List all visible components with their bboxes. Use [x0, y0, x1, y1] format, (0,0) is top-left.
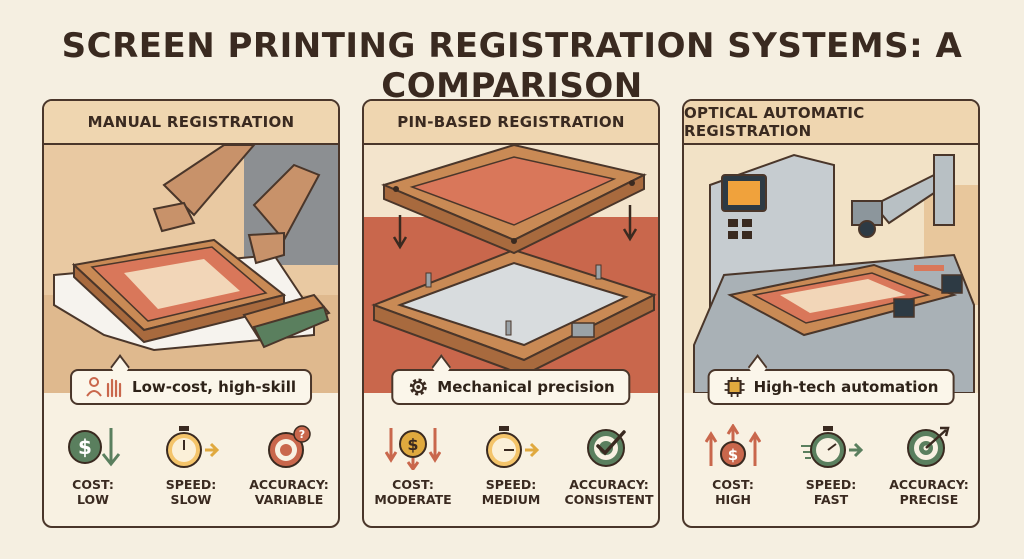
- dollar-arrows-icon: $: [385, 421, 441, 473]
- callout-text: High-tech automation: [753, 378, 939, 396]
- metric-accuracy: ACCURACY: CONSISTENT: [563, 421, 655, 507]
- callout-pin-based: Mechanical precision: [391, 369, 631, 405]
- metric-value: MEDIUM: [481, 492, 541, 507]
- metric-speed: SPEED: MEDIUM: [465, 421, 557, 507]
- metric-accuracy: ? ACCURACY: VARIABLE: [243, 421, 335, 507]
- target-bullseye-icon: [904, 421, 954, 473]
- metric-speed: SPEED: SLOW: [145, 421, 237, 507]
- callout-manual: Low-cost, high-skill: [70, 369, 312, 405]
- metric-label: ACCURACY:: [569, 477, 649, 492]
- stopwatch-fast-icon: [799, 421, 863, 473]
- target-question-icon: ?: [264, 421, 314, 473]
- svg-text:$: $: [78, 435, 92, 459]
- metric-label: COST:: [392, 477, 434, 492]
- metric-value: LOW: [77, 492, 109, 507]
- metric-cost: $ COST: MODERATE: [367, 421, 459, 507]
- panel-manual-registration: MANUAL REGISTRATION Low-cost: [42, 99, 340, 528]
- metric-label: COST:: [712, 477, 754, 492]
- metric-speed: SPEED: FAST: [785, 421, 877, 507]
- dollar-up-icon: $: [705, 421, 761, 473]
- stopwatch-icon: [161, 421, 221, 473]
- metric-label: SPEED:: [485, 477, 537, 492]
- metrics-row: $ COST: MODERATE SPEED: MEDIUM: [364, 421, 658, 521]
- panel-heading: MANUAL REGISTRATION: [44, 101, 338, 145]
- panel-optical-automatic-registration: OPTICAL AUTOMATIC REGISTRATION: [682, 99, 980, 528]
- page-title: SCREEN PRINTING REGISTRATION SYSTEMS: A …: [61, 26, 963, 106]
- target-check-icon: [584, 421, 634, 473]
- metric-label: COST:: [72, 477, 114, 492]
- callout-text: Low-cost, high-skill: [132, 378, 296, 396]
- svg-text:$: $: [407, 435, 418, 454]
- gear-icon: [407, 376, 429, 398]
- svg-text:$: $: [728, 446, 738, 464]
- panel-heading: OPTICAL AUTOMATIC REGISTRATION: [684, 101, 978, 145]
- callout-text: Mechanical precision: [437, 378, 615, 396]
- callout-optical: High-tech automation: [707, 369, 955, 405]
- metric-value: HIGH: [715, 492, 751, 507]
- metric-value: SLOW: [170, 492, 212, 507]
- panel-pin-based-registration: PIN-BASED REGISTRATION: [362, 99, 660, 528]
- metric-cost: $ COST: LOW: [47, 421, 139, 507]
- metric-value: FAST: [813, 492, 849, 507]
- metrics-row: $ COST: LOW SPEED: SLOW: [44, 421, 338, 521]
- metric-label: ACCURACY:: [889, 477, 969, 492]
- chip-icon: [724, 376, 746, 398]
- metric-accuracy: ACCURACY: PRECISE: [883, 421, 975, 507]
- metric-cost: $ COST: HIGH: [687, 421, 779, 507]
- metric-value: VARIABLE: [254, 492, 324, 507]
- dollar-down-icon: $: [65, 421, 121, 473]
- svg-text:?: ?: [299, 428, 305, 441]
- stopwatch-icon: [481, 421, 541, 473]
- person-hand-icon: [86, 376, 124, 398]
- panel-heading: PIN-BASED REGISTRATION: [364, 101, 658, 145]
- metrics-row: $ COST: HIGH SPEED: FAST: [684, 421, 978, 521]
- optical-automatic-registration-illustration: [684, 145, 978, 393]
- manual-registration-illustration: [44, 145, 338, 393]
- pin-based-registration-illustration: [364, 145, 658, 393]
- metric-value: CONSISTENT: [564, 492, 654, 507]
- metric-label: SPEED:: [165, 477, 217, 492]
- metric-label: ACCURACY:: [249, 477, 329, 492]
- metric-label: SPEED:: [805, 477, 857, 492]
- metric-value: MODERATE: [374, 492, 452, 507]
- metric-value: PRECISE: [899, 492, 959, 507]
